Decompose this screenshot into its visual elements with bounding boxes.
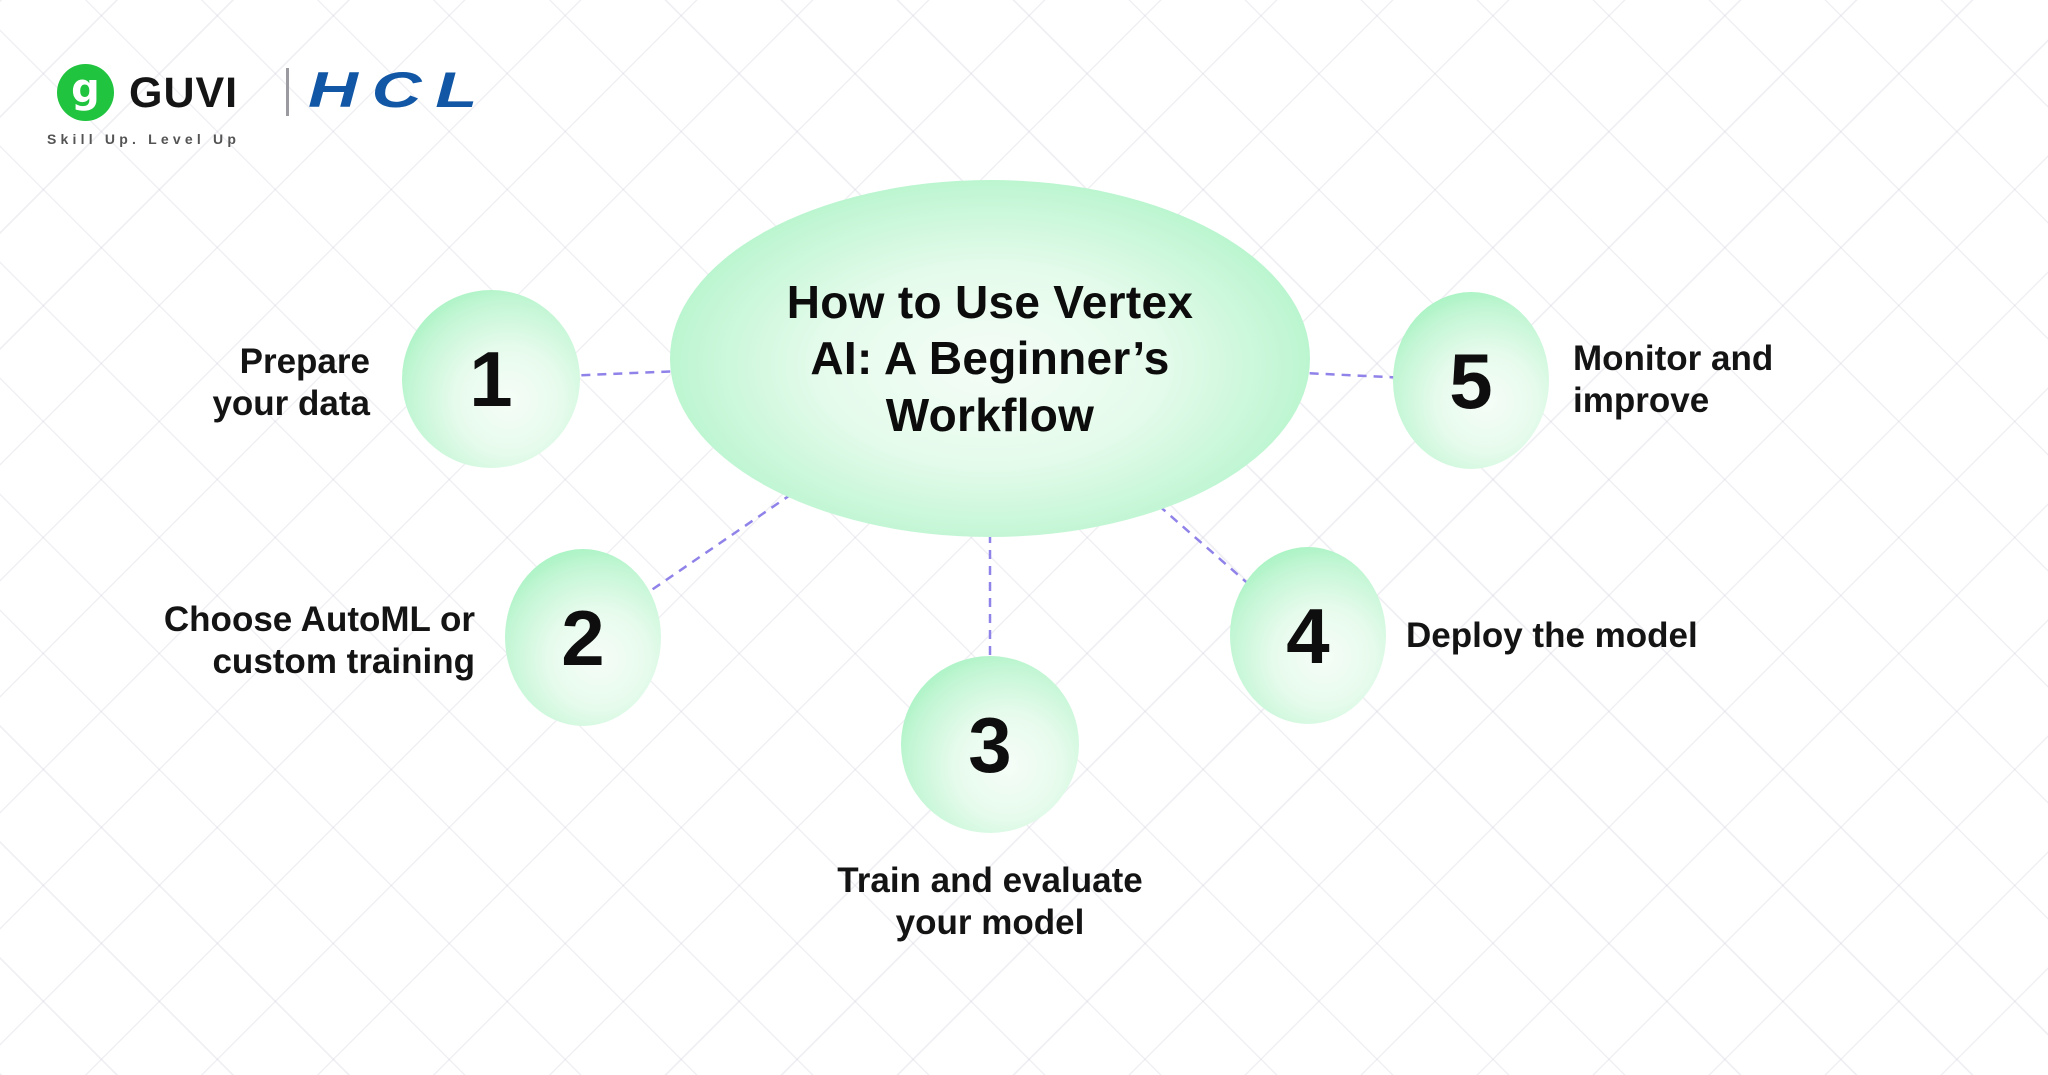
step-number-5: 5 <box>1449 336 1493 425</box>
step-circle-4: 4 <box>1230 547 1386 724</box>
step-number-1: 1 <box>469 335 513 423</box>
step-circle-3: 3 <box>901 656 1079 833</box>
step-label-2: Choose AutoML or custom training <box>163 600 475 681</box>
guvi-wordmark: GUVI <box>129 69 239 117</box>
central-ellipse: How to Use Vertex AI: A Beginner’s Workf… <box>670 180 1310 537</box>
step-number-3: 3 <box>968 700 1012 789</box>
step-number-2: 2 <box>561 593 605 682</box>
guvi-logo-icon: g <box>57 64 114 121</box>
guvi-logo-glyph: g <box>71 65 100 112</box>
step-circle-5: 5 <box>1393 292 1549 469</box>
brand-tagline: Skill Up. Level Up <box>47 131 241 147</box>
step-circle-1: 1 <box>402 290 580 468</box>
step-label-3: Train and evaluate your model <box>837 861 1143 942</box>
diagram-title: How to Use Vertex AI: A Beginner’s Workf… <box>786 276 1194 441</box>
logo-divider <box>286 68 289 116</box>
hcl-wordmark: HCL <box>308 62 492 118</box>
step-label-5: Monitor and improve <box>1573 339 1774 420</box>
step-label-1: Prepare your data <box>212 342 370 423</box>
step-number-4: 4 <box>1286 591 1330 680</box>
step-label-4: Deploy the model <box>1406 616 1698 655</box>
step-circle-2: 2 <box>505 549 661 726</box>
